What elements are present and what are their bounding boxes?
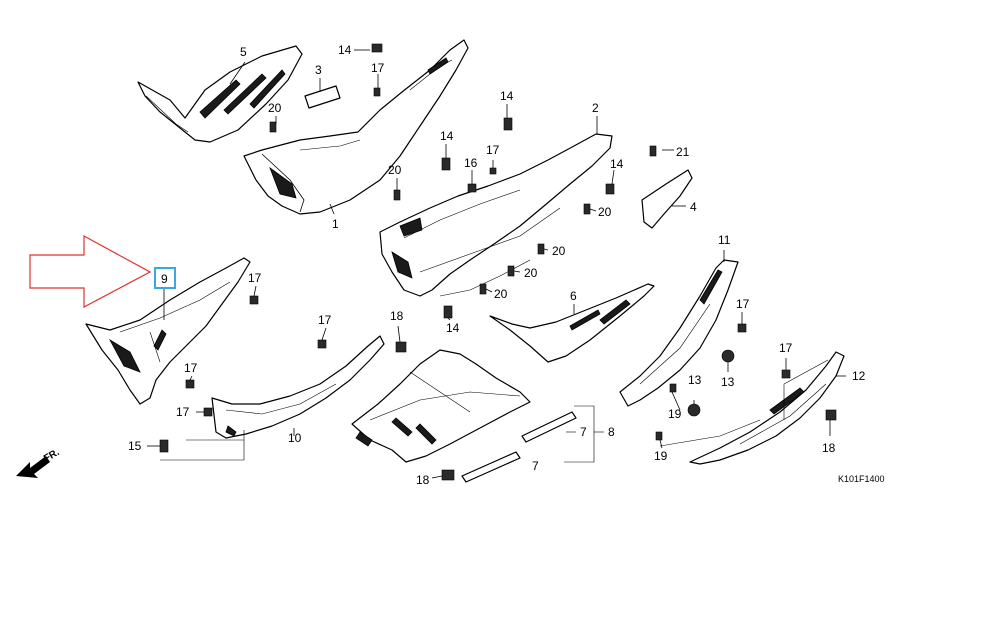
callout-20: 20 [494, 287, 508, 301]
fasteners [159, 43, 837, 481]
callout-labels: 5 3 14 17 20 1 14 2 14 16 17 14 21 20 4 … [128, 43, 866, 487]
callout-10: 10 [288, 431, 302, 445]
part-1-floor-cover [243, 39, 469, 215]
callout-17: 17 [248, 271, 262, 285]
part-8-under-frame [351, 349, 531, 463]
pointer-arrow [29, 234, 152, 308]
part-5-strip [137, 45, 303, 143]
callout-14: 14 [338, 43, 352, 57]
part-10-lower-cover [211, 335, 385, 439]
callout-17: 17 [318, 313, 332, 327]
part-12-lower-panel [689, 351, 845, 465]
callout-18: 18 [390, 309, 404, 323]
callout-20: 20 [388, 163, 402, 177]
callout-14: 14 [446, 321, 460, 335]
callout-20: 20 [598, 205, 612, 219]
callout-16: 16 [464, 156, 478, 170]
callout-11: 11 [718, 233, 731, 247]
callout-18: 18 [822, 441, 836, 455]
callout-3: 3 [315, 63, 322, 77]
callout-5: 5 [240, 45, 247, 59]
part-9-side-cover [85, 257, 251, 405]
callout-14: 14 [500, 89, 514, 103]
callout-17: 17 [486, 143, 500, 157]
part-2-center-body [379, 133, 613, 297]
front-label: FR. [42, 447, 62, 465]
callout-17: 17 [779, 341, 793, 355]
callout-14: 14 [610, 157, 624, 171]
front-direction-indicator: FR. [16, 447, 62, 478]
callout-7: 7 [532, 459, 539, 473]
front-arrow-icon [16, 456, 50, 478]
callout-18: 18 [416, 473, 430, 487]
leader-lines [147, 49, 846, 479]
callout-17: 17 [736, 297, 750, 311]
callout-17: 17 [184, 361, 198, 375]
callout-20: 20 [268, 101, 282, 115]
callout-2: 2 [592, 101, 599, 115]
callout-12: 12 [852, 369, 866, 383]
highlight-box [154, 267, 176, 289]
callout-14: 14 [440, 129, 454, 143]
part-3-pad [304, 85, 341, 109]
part-11-side-panel [619, 259, 739, 407]
callout-13: 13 [688, 373, 702, 387]
callout-19: 19 [654, 449, 668, 463]
diagram-code: K101F1400 [838, 474, 885, 484]
part-7-strips [461, 411, 577, 483]
callout-4: 4 [690, 200, 697, 214]
callout-17: 17 [371, 61, 385, 75]
callout-1: 1 [332, 217, 339, 231]
part-6-strip [489, 283, 655, 363]
callout-15: 15 [128, 439, 142, 453]
callout-19: 19 [668, 407, 682, 421]
group-brackets [160, 359, 829, 463]
callout-7: 7 [580, 425, 587, 439]
callout-20: 20 [524, 266, 538, 280]
callout-8: 8 [608, 425, 615, 439]
callout-21: 21 [676, 145, 690, 159]
callout-9-highlighted: 9 [161, 272, 168, 286]
callout-13: 13 [721, 375, 735, 389]
callout-6: 6 [570, 289, 577, 303]
callout-17: 17 [176, 405, 190, 419]
callout-20: 20 [552, 244, 566, 258]
part-4-cover [641, 169, 693, 229]
